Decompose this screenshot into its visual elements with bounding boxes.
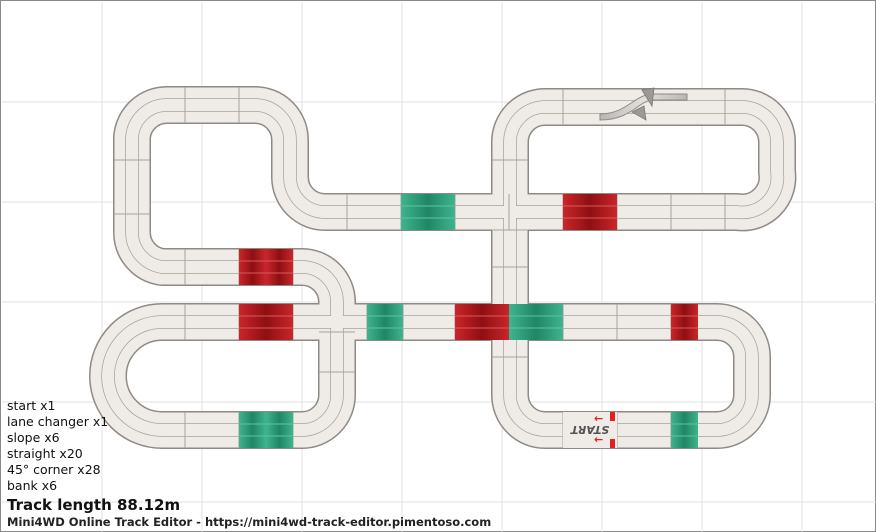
slope-piece[interactable] [455,304,509,340]
legend-straight-count: straight x20 [7,446,83,461]
start-piece[interactable]: ← ← START [563,412,617,448]
slope-piece[interactable] [239,304,293,340]
bank-piece[interactable] [401,194,455,230]
track-legend: start x1 lane changer x1 slope x6 straig… [7,398,491,529]
track-body [89,85,797,449]
bank-piece[interactable] [239,412,266,448]
legend-slope-count: slope x6 [7,430,60,445]
track-length: Track length 88.12m [7,496,181,514]
bank-pieces [239,194,698,448]
start-arrow-bottom: ← [594,433,603,446]
bank-piece[interactable] [671,412,698,448]
legend-bank-count: bank x6 [7,478,58,493]
bank-piece[interactable] [509,304,563,340]
slope-pieces [239,194,698,340]
slope-piece[interactable] [266,249,293,285]
legend-start-count: start x1 [7,398,56,413]
lane-changer-piece[interactable] [599,87,688,121]
start-label: START [569,423,609,436]
editor-credit: Mini4WD Online Track Editor - https://mi… [7,515,492,529]
start-arrow-top: ← [594,412,603,425]
legend-corner-count: 45° corner x28 [7,462,101,477]
piece-lane-lines [239,205,698,437]
bank-piece[interactable] [367,304,403,340]
slope-piece[interactable] [671,304,698,340]
slope-piece[interactable] [563,194,617,230]
bank-piece[interactable] [266,412,293,448]
legend-lane-changer-count: lane changer x1 [7,414,109,429]
slope-piece[interactable] [239,249,266,285]
